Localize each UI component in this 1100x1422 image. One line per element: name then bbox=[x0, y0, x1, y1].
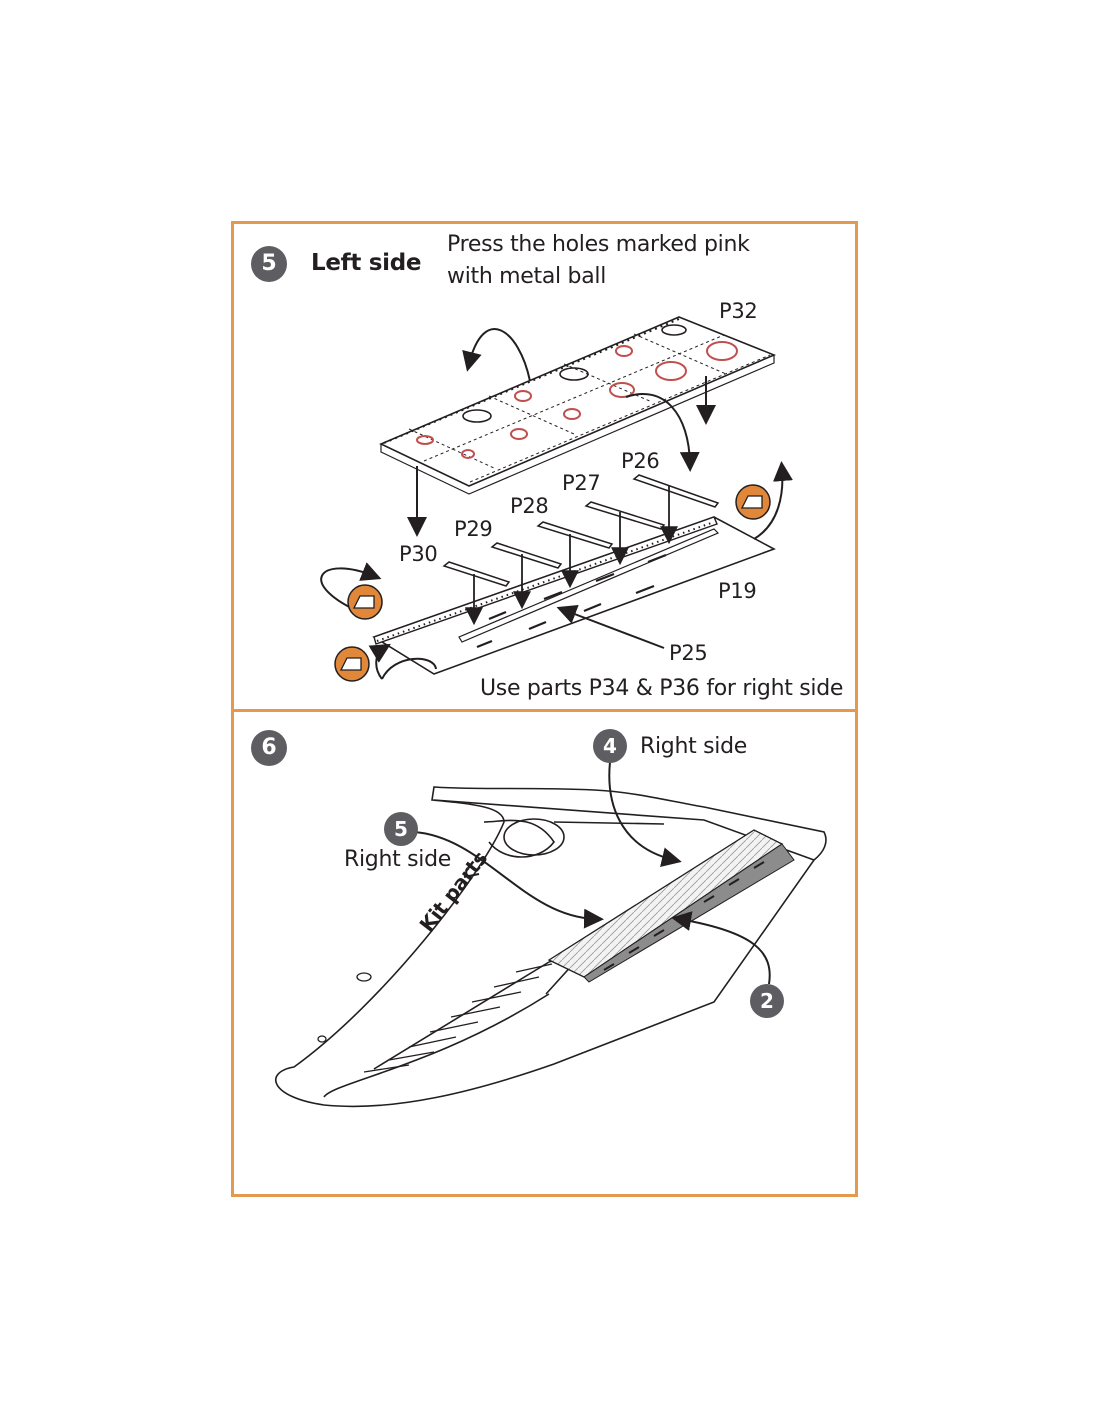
label-p25: P25 bbox=[669, 641, 708, 665]
step-5-title: Left side bbox=[311, 250, 422, 276]
label-p27: P27 bbox=[562, 471, 601, 495]
flip-icon bbox=[334, 646, 370, 682]
callout-4: 4 bbox=[593, 729, 627, 763]
flip-icon bbox=[347, 584, 383, 620]
step-5-note-line2: with metal ball bbox=[447, 264, 607, 289]
label-p28: P28 bbox=[510, 494, 549, 518]
part-p19-base bbox=[372, 516, 776, 675]
flip-icon bbox=[735, 484, 771, 520]
label-p26: P26 bbox=[621, 449, 660, 473]
label-p29: P29 bbox=[454, 517, 493, 541]
step-5-note-line1: Press the holes marked pink bbox=[447, 232, 750, 257]
wing-outline bbox=[275, 786, 827, 1108]
label-p30: P30 bbox=[399, 542, 438, 566]
step-6-panel: 6 bbox=[231, 709, 858, 1197]
callout-2: 2 bbox=[750, 984, 784, 1018]
step-5-footer: Use parts P34 & P36 for right side bbox=[480, 676, 844, 701]
step-6-illustration bbox=[275, 761, 827, 1108]
step-6-number: 6 bbox=[251, 730, 287, 766]
ribs bbox=[442, 474, 720, 587]
label-p19: P19 bbox=[718, 579, 757, 603]
step-5-panel: 5 Left side Press the holes marked pink … bbox=[231, 221, 858, 712]
callout-4-label: Right side bbox=[640, 734, 748, 759]
label-p32: P32 bbox=[719, 299, 758, 323]
callout-5-label: Right side bbox=[344, 847, 452, 872]
step-5-number: 5 bbox=[251, 246, 287, 282]
part-p32-sheet bbox=[379, 316, 777, 495]
callout-5: 5 bbox=[384, 812, 418, 846]
step-5-illustration bbox=[320, 316, 793, 682]
